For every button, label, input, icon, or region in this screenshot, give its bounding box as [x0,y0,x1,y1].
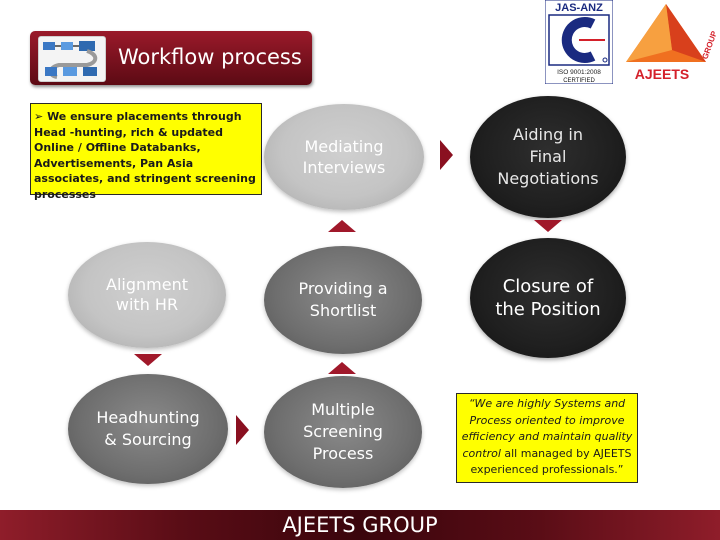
arrow-up-icon [328,362,356,374]
quote-line: Process oriented to improve [469,413,625,427]
footer-bar: AJEETS GROUP [0,510,720,540]
svg-text:ISO 9001:2008: ISO 9001:2008 [557,69,601,76]
quote-line: “We are highly Systems and [468,397,626,410]
jas-anz-logo: JAS-ANZ ISO 9001:2008 CERTIFIED [544,0,614,85]
step-label: Mediating Interviews [302,137,386,177]
title-banner: Workflow process [30,31,312,85]
info-text: We ensure placements through Head -hunti… [34,110,256,201]
workflow-icon [38,36,106,82]
step-aiding-final-negotiations: Aiding in Final Negotiations [470,96,626,218]
step-headhunting-sourcing: Headhunting & Sourcing [68,374,228,484]
step-closure-of-position: Closure of the Position [470,238,626,358]
step-label: Multiple Screening Process [303,400,383,463]
arrow-down-icon [534,220,562,232]
quote-fragment: control [462,446,505,460]
placement-info-box: ➢ We ensure placements through Head -hun… [30,103,262,201]
arrow-right-icon [440,140,453,170]
svg-text:AJEETS: AJEETS [635,66,689,82]
svg-text:CERTIFIED: CERTIFIED [563,78,595,84]
quote-line: experienced professionals.” [470,463,624,476]
step-label: Providing a Shortlist [298,279,388,320]
quote-fragment-regular: all managed by AJEETS [504,446,632,460]
arrow-bullet-icon: ➢ [34,110,44,123]
svg-text:JAS-ANZ: JAS-ANZ [555,2,603,14]
step-label: Aiding in Final Negotiations [497,125,599,188]
quality-quote-box: “We are highly Systems and Process orien… [456,393,638,483]
step-providing-shortlist: Providing a Shortlist [264,246,422,354]
quote-line: control all managed by AJEETS [459,446,635,463]
step-label: Headhunting & Sourcing [96,408,200,449]
step-label: Closure of the Position [495,276,601,320]
svg-text:GROUP: GROUP [700,29,719,60]
step-alignment-with-hr: Alignment with HR [68,242,226,348]
page-title: Workflow process [118,45,302,69]
arrow-up-icon [328,220,356,232]
arrow-right-icon [236,415,249,445]
step-multiple-screening: Multiple Screening Process [264,376,422,488]
step-mediating-interviews: Mediating Interviews [264,104,424,210]
arrow-down-icon [134,354,162,366]
ajeets-logo: AJEETS GROUP [614,0,720,85]
footer-title: AJEETS GROUP [282,513,438,537]
quote-line: efficiency and maintain quality [461,430,633,443]
step-label: Alignment with HR [106,275,188,314]
